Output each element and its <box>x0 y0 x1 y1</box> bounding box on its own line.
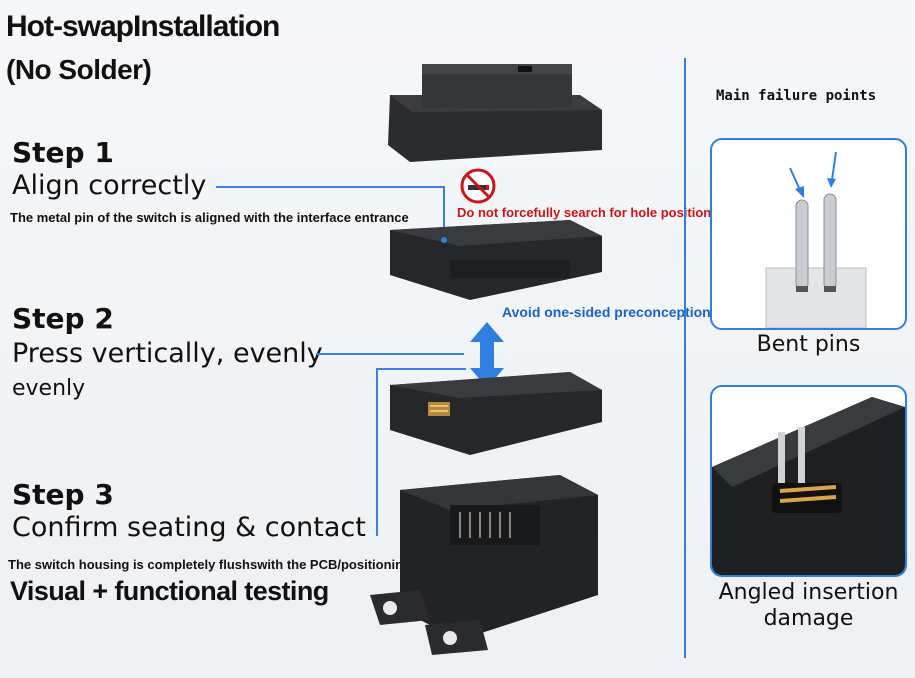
angled-insertion-panel <box>710 385 907 577</box>
step-3-title: Confirm seating & contact <box>12 512 366 543</box>
bent-pins-illustration <box>765 151 867 328</box>
switch-exploded-illustration <box>370 64 602 655</box>
page-subtitle: (No Solder) <box>6 54 152 85</box>
angled-insertion-illustration <box>712 397 905 575</box>
warning-one-sided: Avoid one-sided preconceptions <box>502 304 719 320</box>
step-3-number: Step 3 <box>12 478 114 511</box>
step-1-detail: The metal pin of the switch is aligned w… <box>10 210 409 225</box>
step-2-leader-drop <box>376 368 378 536</box>
no-smoking-prohibition-icon <box>460 168 496 204</box>
step-1-title: Align correctly <box>12 170 207 201</box>
bent-pins-panel <box>710 138 907 330</box>
section-divider <box>684 58 686 658</box>
bent-pins-caption: Bent pins <box>756 332 861 357</box>
angled-insertion-caption: Angled insertion damage <box>718 580 899 631</box>
step-1-leader-drop <box>443 186 445 240</box>
hotswap-socket <box>370 475 598 655</box>
step-3-detail: The switch housing is completely flushsw… <box>8 557 449 572</box>
step-2-number: Step 2 <box>12 302 114 335</box>
failure-heading: Main failure points <box>716 88 877 104</box>
step-2-detail: evenly <box>12 376 86 401</box>
step-2-leader-line <box>316 353 464 355</box>
step-3-footer: Visual + functional testing <box>10 576 329 606</box>
warning-no-force: Do not forcefully search for hole positi… <box>457 205 719 220</box>
switch-middle-housing <box>390 220 602 300</box>
step-2-leader-line-2 <box>376 368 466 370</box>
switch-top-cap <box>388 64 602 162</box>
switch-lower-housing <box>390 372 602 455</box>
page-title: Hot-swapInstallation <box>6 10 280 43</box>
step-2-title: Press vertically, evenly <box>12 338 323 369</box>
step-1-leader-line <box>216 186 444 188</box>
step-1-number: Step 1 <box>12 136 114 169</box>
